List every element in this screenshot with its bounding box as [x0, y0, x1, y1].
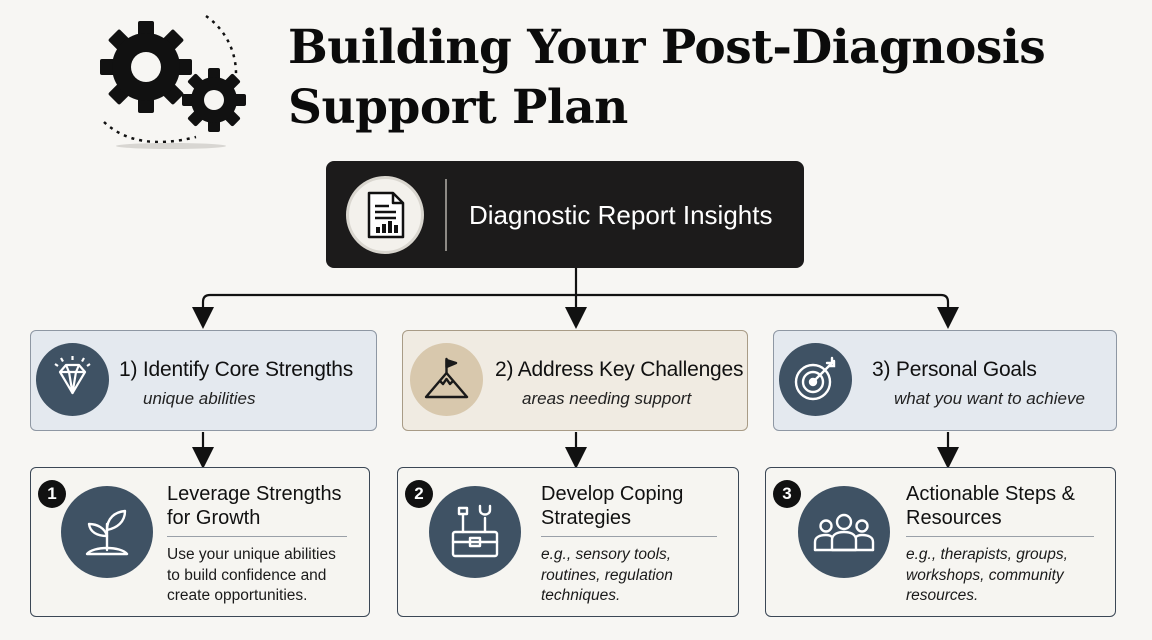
card-body-line: e.g., sensory tools, [541, 546, 672, 563]
card-body: e.g., sensory tools, routines, regulatio… [541, 545, 673, 607]
target-icon [779, 343, 852, 416]
card-leverage-strengths: 1 Leverage Strengths for Growth Use your… [30, 467, 370, 617]
card-body-line: to build confidence and [167, 566, 327, 584]
gears-icon [100, 14, 246, 149]
step-number-badge: 2 [405, 480, 433, 508]
card-divider [167, 536, 347, 537]
category-personal-goals: 3) Personal Goals what you want to achie… [773, 330, 1117, 431]
card-coping-strategies: 2 Develop Coping Strategies e.g., sensor… [397, 467, 739, 617]
card-title: Leverage Strengths for Growth [167, 482, 342, 530]
card-title-line-2: Strategies [541, 507, 632, 529]
card-body-line: workshops, community [906, 566, 1064, 584]
root-divider [445, 179, 447, 251]
toolbox-icon [429, 486, 521, 578]
card-body: e.g., therapists, groups, workshops, com… [906, 545, 1068, 607]
category-title: 2) Address Key Challenges [495, 358, 744, 381]
card-title: Develop Coping Strategies [541, 482, 683, 530]
step-number-badge: 1 [38, 480, 66, 508]
category-subtitle: unique abilities [143, 389, 256, 408]
page-title-line-2: Support Plan [288, 80, 628, 135]
report-document-icon [346, 176, 424, 254]
card-divider [541, 536, 717, 537]
category-title: 3) Personal Goals [872, 358, 1037, 381]
card-body-line: e.g., therapists, groups, [906, 546, 1068, 563]
category-title: 1) Identify Core Strengths [119, 358, 354, 381]
card-title-line-2: Resources [906, 507, 1002, 529]
page-title-line-1: Building Your Post-Diagnosis [288, 20, 1046, 75]
card-body-line: techniques. [541, 587, 621, 604]
card-title-line-1: Leverage Strengths [167, 483, 342, 505]
card-divider [906, 536, 1094, 537]
category-core-strengths: 1) Identify Core Strengths unique abilit… [30, 330, 377, 431]
category-subtitle: areas needing support [522, 389, 692, 408]
root-label: Diagnostic Report Insights [469, 200, 773, 230]
card-title-line-2: for Growth [167, 507, 261, 529]
step-number-badge: 3 [773, 480, 801, 508]
category-key-challenges: 2) Address Key Challenges areas needing … [402, 330, 748, 431]
people-group-icon [798, 486, 890, 578]
card-body: Use your unique abilities to build confi… [167, 545, 336, 607]
sprout-icon [61, 486, 153, 578]
category-subtitle: what you want to achieve [894, 389, 1085, 408]
root-node: Diagnostic Report Insights [326, 161, 804, 268]
card-body-line: Use your unique abilities [167, 546, 336, 563]
card-title-line-1: Develop Coping [541, 483, 684, 505]
card-body-line: routines, regulation [541, 566, 673, 584]
card-body-line: create opportunities. [167, 587, 308, 604]
card-title: Actionable Steps & Resources [906, 482, 1075, 530]
mountain-flag-icon [410, 343, 483, 416]
card-actionable-steps: 3 Actionable Steps & Resources e.g., the… [765, 467, 1116, 617]
diamond-icon [36, 343, 109, 416]
card-title-line-1: Actionable Steps & [906, 483, 1075, 505]
card-body-line: resources. [906, 587, 979, 604]
